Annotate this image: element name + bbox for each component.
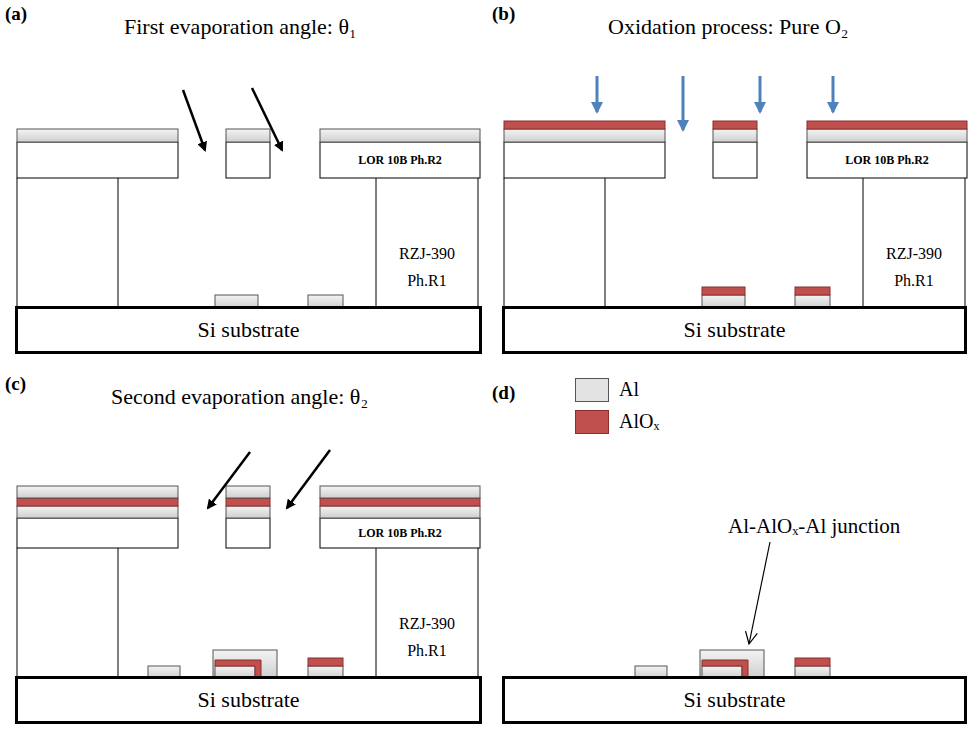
- legend-swatch: [575, 378, 609, 402]
- caption-text: Second evaporation angle: θ₂: [111, 384, 368, 410]
- node-text: LOR 10B Ph.R2: [358, 153, 442, 168]
- panel-c: [17, 450, 480, 678]
- panel-label: (a): [5, 3, 27, 25]
- node-text: RZJ-390 Ph.R1: [391, 240, 463, 294]
- panel-label: (c): [5, 373, 26, 395]
- node-text: Si substrate: [197, 687, 299, 713]
- node-text: LOR 10B Ph.R2: [845, 153, 929, 168]
- resist-layer: RZJ-390 Ph.R1: [376, 178, 478, 308]
- resist-layer: LOR 10B Ph.R2: [807, 142, 967, 178]
- substrate-box: Si substrate: [502, 306, 967, 354]
- panel-label: (d): [492, 382, 515, 404]
- resist-layer: LOR 10B Ph.R2: [320, 142, 480, 178]
- panel-d: [635, 542, 830, 678]
- node-text: Si substrate: [197, 317, 299, 343]
- caption-text: First evaporation angle: θ₁: [124, 14, 357, 40]
- caption-text: Al-AlOₓ-Al junction: [728, 514, 900, 539]
- legend-text: Al: [619, 378, 639, 401]
- caption-text: Oxidation process: Pure O₂: [608, 14, 848, 40]
- substrate-box: Si substrate: [502, 676, 967, 724]
- panel-a: [17, 88, 480, 308]
- node-text: RZJ-390 Ph.R1: [391, 610, 463, 664]
- resist-layer: RZJ-390 Ph.R1: [376, 548, 478, 678]
- node-text: LOR 10B Ph.R2: [358, 526, 442, 541]
- panel-label: (b): [492, 3, 515, 25]
- node-text: Si substrate: [683, 317, 785, 343]
- panel-b: [504, 76, 967, 308]
- substrate-box: Si substrate: [15, 676, 482, 724]
- resist-layer: LOR 10B Ph.R2: [320, 518, 480, 548]
- legend-swatch: [575, 410, 609, 434]
- node-text: RZJ-390 Ph.R1: [878, 240, 950, 294]
- resist-layer: RZJ-390 Ph.R1: [863, 178, 965, 308]
- substrate-box: Si substrate: [15, 306, 482, 354]
- node-text: Si substrate: [683, 687, 785, 713]
- legend-text: AlOₓ: [619, 410, 659, 433]
